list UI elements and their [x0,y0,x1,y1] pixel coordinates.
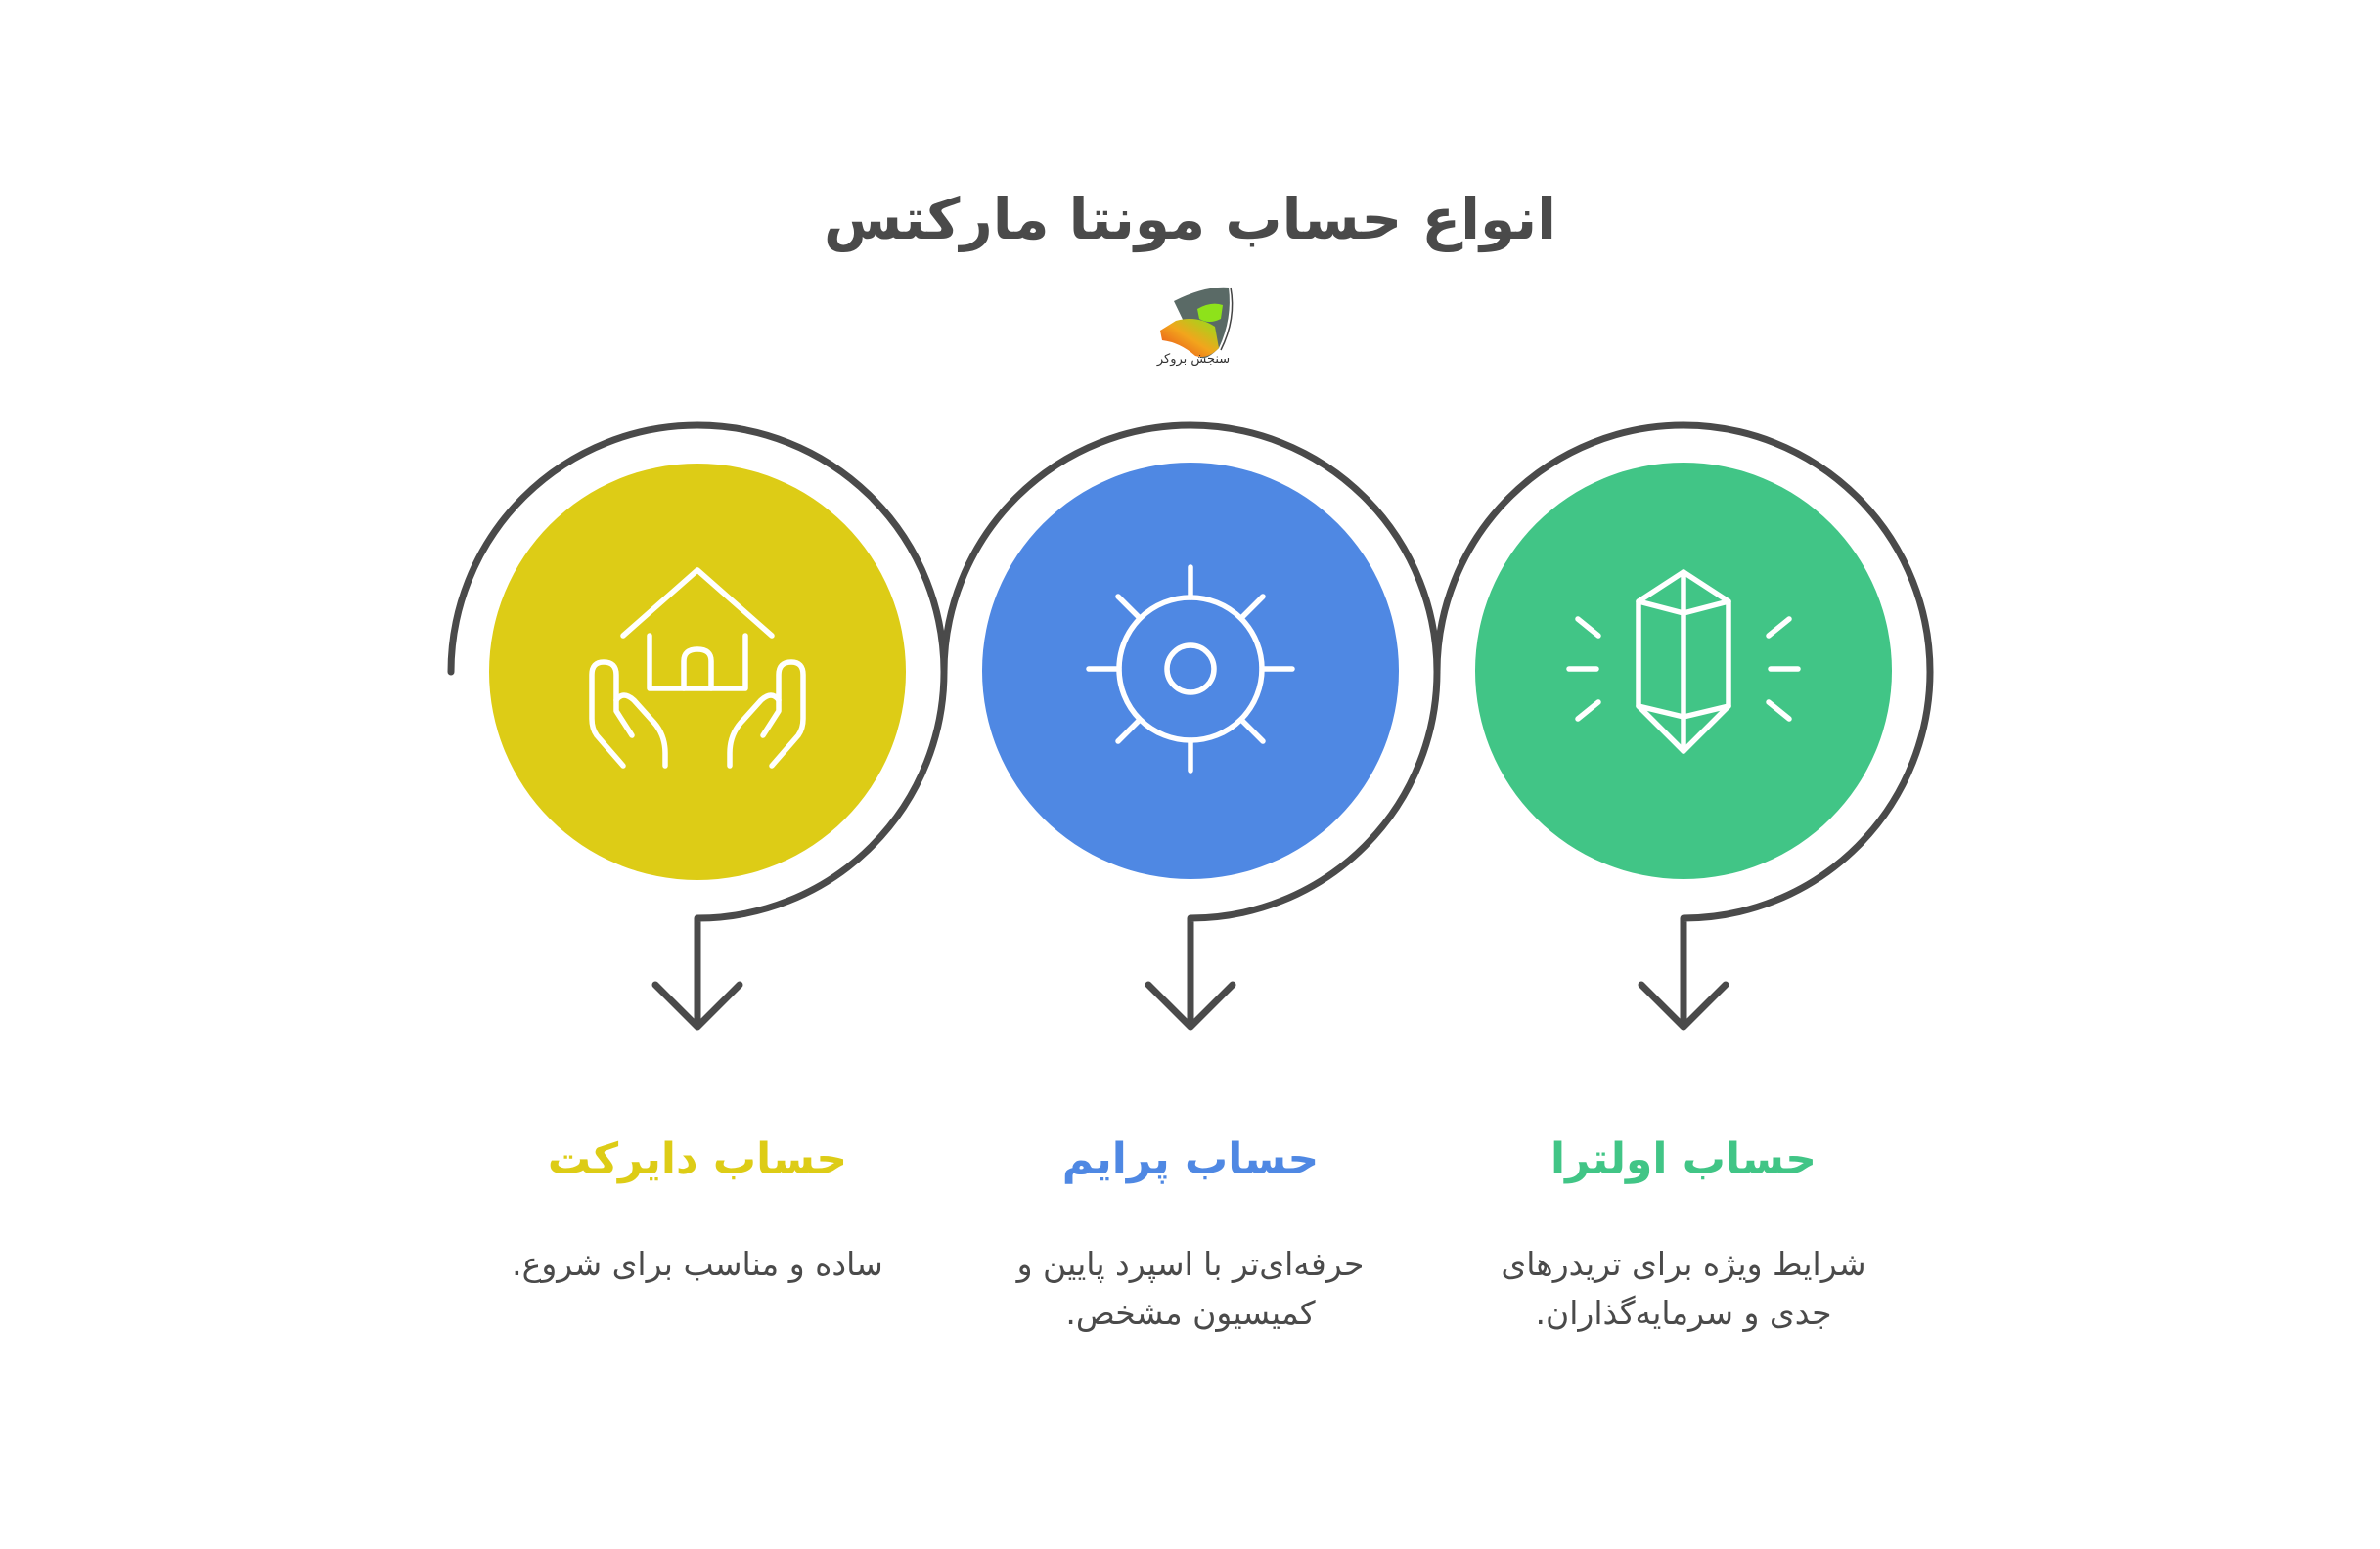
step-3-heading: حساب اولترا [1550,1134,1817,1184]
step-3-connector-arc [1433,421,1934,1031]
step-2-circle [982,463,1399,879]
brand-logo-text: سنجش بروکر [1156,352,1231,367]
step-3-node [1433,421,1934,1031]
page-title: انواع حساب مونتا مارکتس [824,186,1556,252]
step-1-heading: حساب دایرکت [547,1134,848,1184]
brand-logo-icon [1160,287,1234,359]
step-2-heading: حساب پرایم [1061,1134,1320,1184]
step-2-connector-arc [940,421,1441,1031]
step-1-description: ساده و مناسب برای شروع. [512,1245,883,1283]
step-2-node [940,421,1441,1031]
sun-gear-icon [1086,564,1295,774]
crystal-icon [1566,569,1801,754]
hands-holding-house-icon [589,567,806,769]
step-1-connector-arc [447,421,948,1031]
step-3-description: شرایط ویژه برای تریدرهای جدی و سرمایه‌گذ… [1501,1245,1866,1332]
step-1-node [447,421,948,1031]
step-2-description: حرفه‌ای‌تر با اسپرد پایین و کمیسیون مشخص… [1016,1245,1365,1332]
step-1-circle [489,464,906,880]
